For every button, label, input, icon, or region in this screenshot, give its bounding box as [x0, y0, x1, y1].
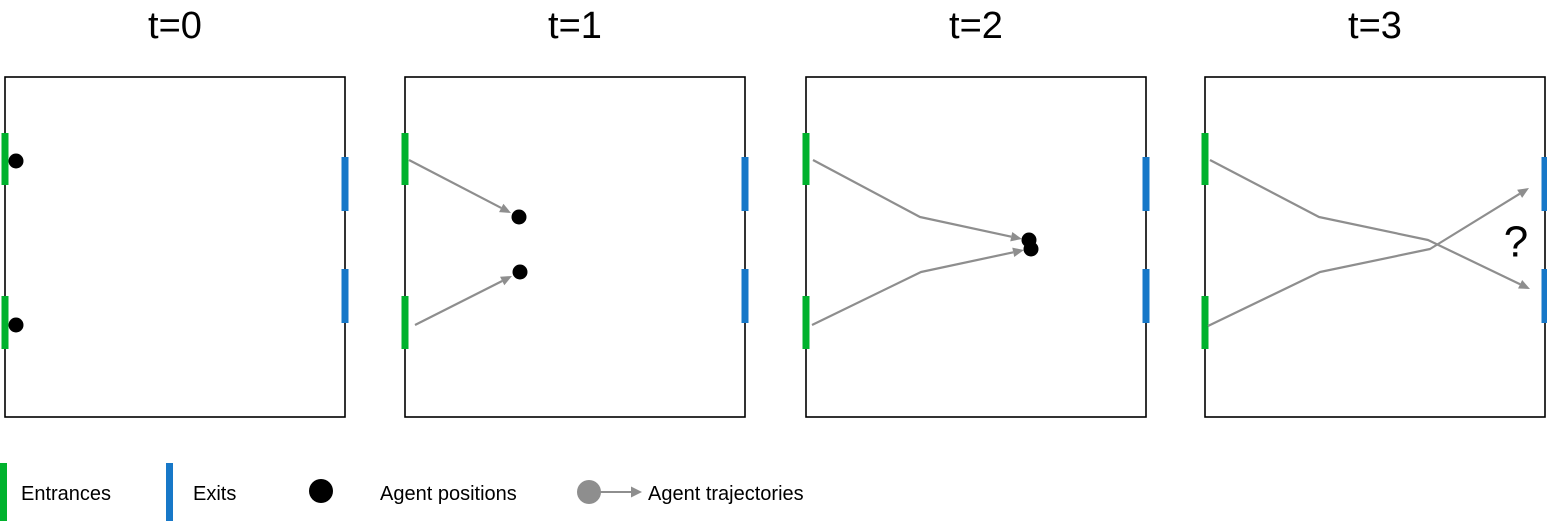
trajectory-arrowhead-icon	[1010, 232, 1022, 242]
exit-marker	[741, 157, 749, 211]
entrance-swatch	[0, 463, 7, 521]
entrance-marker	[1, 296, 9, 349]
room-box	[4, 76, 346, 418]
exit-marker	[1541, 157, 1547, 211]
entrance-marker	[1201, 296, 1209, 349]
panel-t1: t=1	[401, 0, 749, 440]
panel-canvas-t2	[802, 76, 1150, 418]
panel-t2: t=2	[802, 0, 1150, 440]
entrance-marker	[1, 133, 9, 185]
exit-marker	[1142, 157, 1150, 211]
trajectory-arrowhead-icon	[500, 276, 512, 286]
agent-dot	[8, 317, 24, 333]
agent-trajectory	[414, 279, 503, 326]
exit-marker	[741, 269, 749, 323]
entrance-marker	[802, 296, 810, 349]
legend-label-entrances: Entrances	[21, 483, 112, 505]
agent-dot	[512, 264, 528, 280]
exit-swatch	[166, 463, 173, 521]
entrance-marker	[1201, 133, 1209, 185]
agent-trajectory	[1209, 159, 1521, 286]
panel-t0: t=0	[1, 0, 349, 440]
exit-marker	[1541, 269, 1547, 323]
agent-trajectory	[812, 159, 1012, 238]
panel-title-t2: t=2	[949, 5, 1003, 47]
panel-canvas-t1	[401, 76, 749, 418]
agent-dot	[8, 153, 24, 169]
legend-label-exits: Exits	[193, 483, 237, 505]
panel-canvas-t3: ?	[1201, 76, 1547, 418]
panel-title-t3: t=3	[1348, 5, 1402, 47]
entrance-marker	[401, 133, 409, 185]
panel-title-t1: t=1	[548, 5, 602, 47]
trajectory-arrowhead-icon	[499, 203, 511, 213]
panel-canvas-t0	[1, 76, 349, 418]
room-box	[805, 76, 1147, 418]
legend-label-agent-trajectories: Agent trajectories	[648, 483, 804, 505]
panel-t3: t=3?	[1201, 0, 1547, 440]
trajectory-arrow-icon	[599, 486, 642, 498]
trajectory-arrowhead-icon	[631, 486, 642, 498]
agent-dot	[511, 209, 527, 225]
room-box	[404, 76, 746, 418]
agent-trajectory	[1207, 192, 1521, 327]
agent-position-swatch	[309, 479, 333, 503]
entrance-marker	[802, 133, 810, 185]
exit-marker	[341, 157, 349, 211]
trajectory-arrowhead-icon	[1518, 279, 1530, 289]
entrance-marker	[401, 296, 409, 349]
panel-title-t0: t=0	[148, 5, 202, 47]
question-mark: ?	[1504, 218, 1528, 267]
room-box	[1204, 76, 1546, 418]
agent-trajectory	[811, 251, 1014, 326]
agent-trajectory-swatch	[577, 480, 601, 504]
trajectory-arrowhead-icon	[1517, 188, 1529, 198]
trajectory-arrowhead-icon	[1012, 247, 1024, 257]
exit-marker	[1142, 269, 1150, 323]
agent-trajectory	[408, 159, 502, 209]
exit-marker	[341, 269, 349, 323]
agent-dot	[1023, 241, 1039, 257]
legend-label-agent-positions: Agent positions	[380, 483, 517, 505]
